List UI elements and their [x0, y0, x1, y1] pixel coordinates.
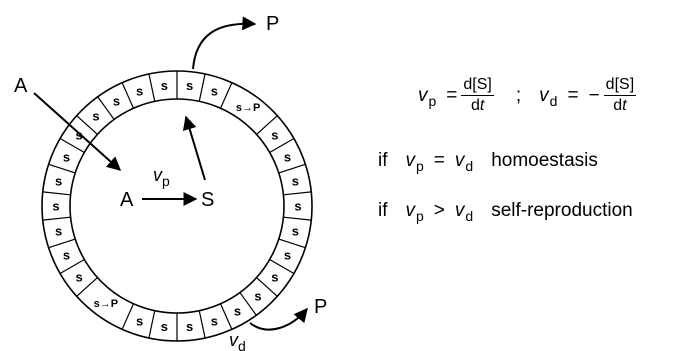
production-fraction: d[S] dt	[461, 76, 493, 115]
ring-cell-divider	[199, 311, 205, 338]
production-rate-vp: vp	[153, 165, 170, 189]
homeostasis-label: homoestasis	[491, 150, 598, 172]
equals-sign-2: =	[567, 85, 578, 107]
ring-cell-s: s	[55, 173, 62, 188]
ring-cell-divider	[43, 217, 71, 220]
if-label-2: if	[378, 200, 388, 222]
ring-cell-divider	[221, 304, 232, 330]
ring-cell-divider	[149, 74, 155, 101]
ring-cell-divider	[43, 192, 71, 195]
ring-cell-divider	[98, 97, 114, 120]
ring-cell-s: s	[186, 78, 193, 93]
ring-cell-s: s	[284, 149, 291, 164]
ring-cell-s: s	[254, 288, 261, 303]
ring-cell-s: s	[186, 319, 193, 334]
vp-symbol: vp	[418, 85, 436, 107]
ring-cell-divider	[122, 83, 133, 109]
product-p-bottom: P	[314, 296, 327, 318]
ring-cell-divider	[283, 217, 311, 220]
equals-sign: =	[446, 85, 457, 107]
decay-arrow-bottom	[250, 309, 307, 330]
ring-cell-divider	[199, 74, 205, 101]
input-label-a: A	[14, 75, 28, 97]
decay-rate-vd: vd	[229, 330, 246, 351]
ring-cell-s: s	[211, 314, 218, 329]
ring-cell-divider	[149, 311, 155, 338]
minus-sign: −	[589, 85, 600, 107]
ring-cell-divider	[279, 164, 306, 173]
ring-cell-s: s	[211, 83, 218, 98]
ring-cell-s: s	[161, 319, 168, 334]
homeostasis-condition: if vp = vd homoestasis	[378, 150, 598, 172]
ring-cell-s: s	[284, 248, 291, 263]
membrane-inner-circle	[70, 99, 284, 313]
ring-cell-s: s	[55, 224, 62, 239]
ring-cell-divider	[283, 192, 311, 195]
decay-arrow-top	[193, 24, 255, 69]
product-p-top: P	[266, 13, 279, 35]
rate-definitions: vp = d[S] dt ; vd = − d[S] dt	[418, 76, 640, 115]
ring-cell-s: s	[271, 270, 278, 285]
self-reproduction-condition: if vp > vd self-reproduction	[378, 200, 633, 222]
ring-cell-s: s	[136, 83, 143, 98]
self-reproduction-label: self-reproduction	[491, 200, 633, 222]
inner-product-s: S	[201, 189, 214, 211]
ring-cell-s: s	[92, 109, 99, 124]
ring-cell-s: s	[113, 94, 120, 109]
ring-cell-s: s	[234, 303, 241, 318]
ring-cell-divider	[221, 83, 232, 109]
ring-cell-divider	[279, 239, 306, 248]
ring-cell-s: s	[136, 314, 143, 329]
input-arrow	[34, 93, 120, 170]
membrane-outer-circle	[42, 71, 312, 341]
inner-substrate-a: A	[120, 189, 134, 211]
ring-cell-s: s	[292, 224, 299, 239]
ring-cell-divider	[49, 164, 76, 173]
semicolon: ;	[516, 85, 521, 107]
ring-cell-s: s	[161, 78, 168, 93]
ring-cell-divider	[49, 239, 76, 248]
ring-cell-s: s	[63, 149, 70, 164]
ring-cell-s: s	[63, 248, 70, 263]
incorporation-arrow	[186, 117, 205, 180]
ring-cell-divider	[122, 304, 133, 330]
decay-cell-bottom: s→P	[94, 298, 118, 310]
ring-cell-s: s	[292, 173, 299, 188]
ring-cell-s: s	[52, 199, 59, 214]
ring-cell-s: s	[271, 127, 278, 142]
vd-symbol: vd	[539, 85, 557, 107]
ring-cell-s: s	[294, 199, 301, 214]
decay-cell-top: s→P	[236, 102, 260, 114]
if-label-1: if	[378, 150, 388, 172]
ring-cell-s: s	[75, 270, 82, 285]
decay-fraction: d[S] dt	[604, 76, 636, 115]
